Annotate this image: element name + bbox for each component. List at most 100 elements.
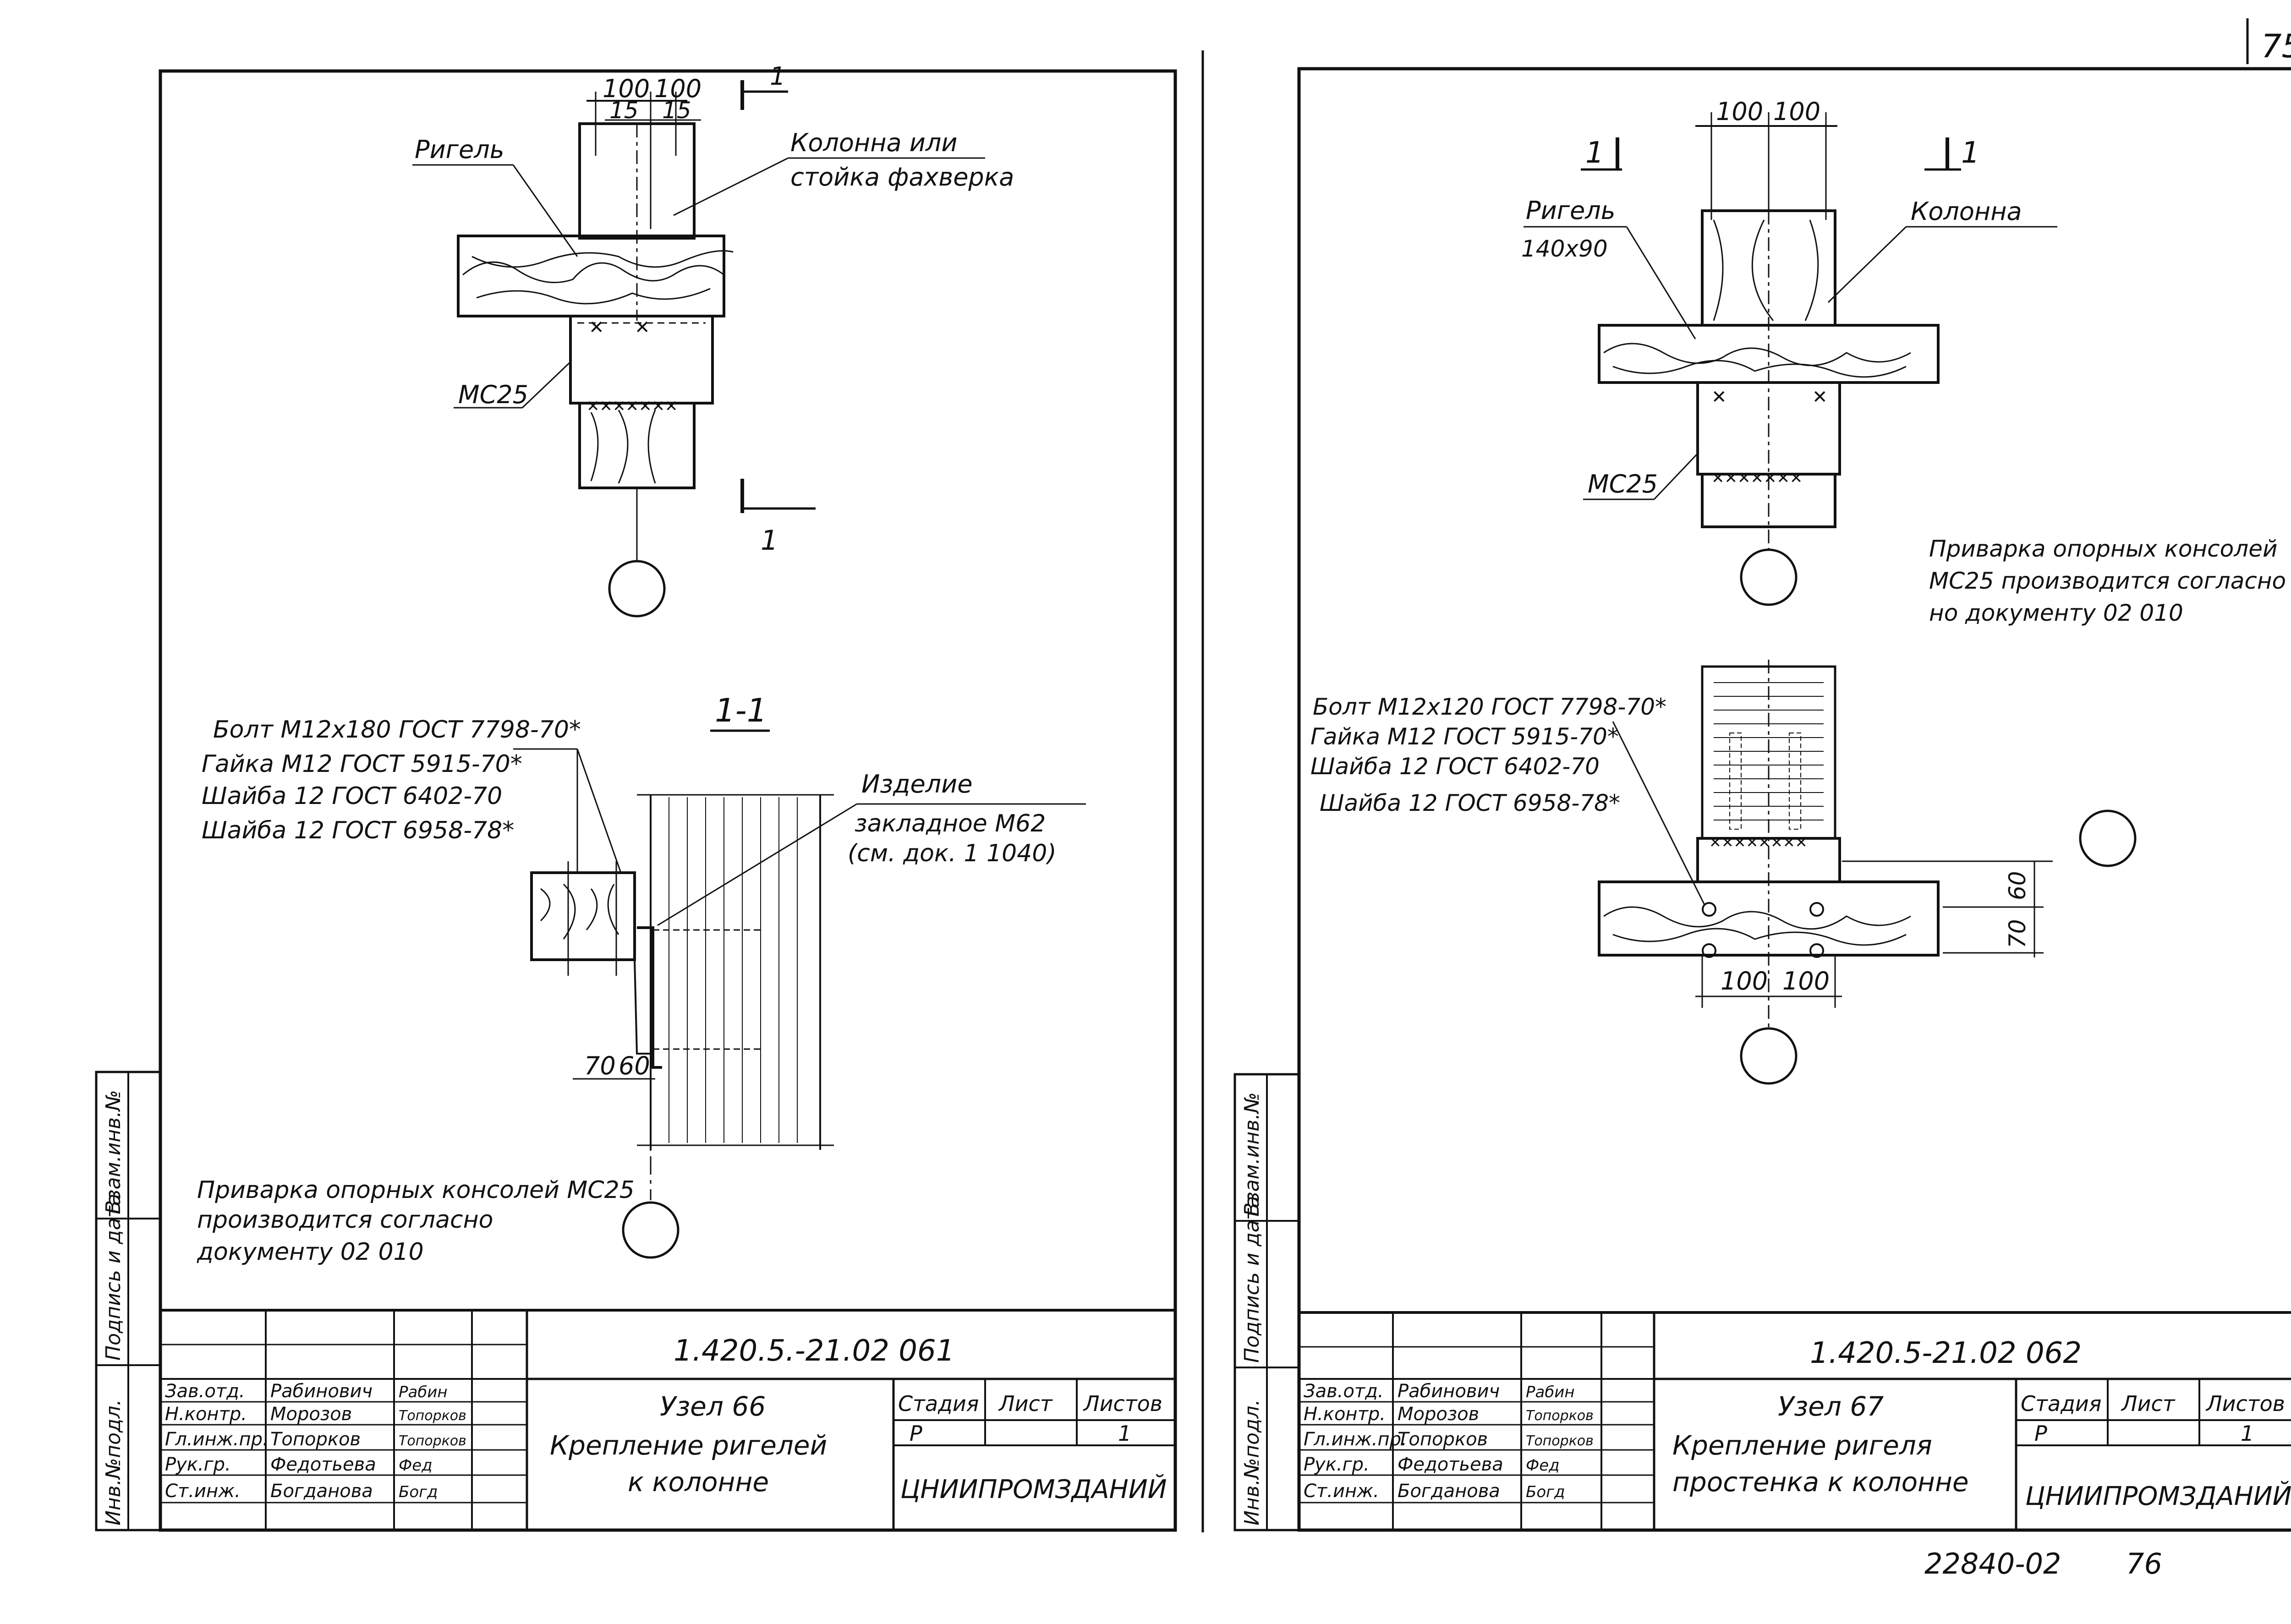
right-side-axis-marker [2079, 809, 2137, 867]
right-tb-title-3: простенка к колонне [1672, 1466, 1969, 1498]
right-tb-name-5: Богданова [1398, 1481, 1500, 1502]
svg-text:✕✕✕✕✕✕✕: ✕✕✕✕✕✕✕ [586, 397, 678, 416]
right-tb-role-5: Ст.инж. [1304, 1481, 1379, 1502]
right-section-view: Болт М12х120 ГОСТ 7798-70* Гайка М12 ГОС… [1310, 660, 2137, 1085]
left-note-line-3: документу 02 010 [197, 1238, 424, 1266]
left-dim-100a: 100 [603, 74, 650, 103]
right-dim-bottom-100a: 100 [1721, 967, 1768, 995]
left-section-view: 1-1 Болт М12х180 ГОСТ 7798-70* Гайка М12… [197, 692, 1086, 1266]
left-tb-name-2: Морозов [270, 1404, 352, 1425]
left-column-label-1: Колонна или [790, 128, 958, 157]
right-tb-sheet-hdr: Лист [2121, 1391, 2176, 1416]
left-tb-role-1: Зав.отд. [165, 1381, 245, 1402]
right-tb-title-1: Узел 67 [1778, 1391, 1884, 1422]
right-tb-sign-5: Богд [1526, 1483, 1565, 1501]
left-tb-sign-1: Рабин [399, 1383, 448, 1401]
right-side-label-1: Инв.№подл. [1240, 1399, 1264, 1526]
left-tb-title-2: Крепление ригелей [550, 1430, 827, 1461]
right-bolt-line-2: Гайка М12 ГОСТ 5915-70* [1310, 723, 1619, 750]
right-tb-code: 1.420.5-21.02 062 [1810, 1336, 2082, 1370]
left-tb-sheets-hdr: Листов [1083, 1391, 1162, 1416]
right-dim-100a: 100 [1716, 97, 1763, 126]
left-tb-sign-5: Богд [399, 1483, 438, 1501]
left-rigel-label: Ригель [415, 135, 504, 164]
right-side-label-2: Подпись и дата [1240, 1196, 1264, 1363]
bottom-code: 22840-02 [1924, 1547, 2061, 1580]
right-side-label-3: Взам.инв.№ [1240, 1092, 1264, 1216]
right-dim-60: 60 [2004, 871, 2031, 900]
svg-text:✕: ✕ [1711, 387, 1727, 408]
left-tb-code: 1.420.5.-21.02 061 [674, 1334, 954, 1368]
right-section-mark-1: 1 [1585, 136, 1604, 170]
left-side-label-2: Подпись и дата [102, 1194, 125, 1361]
right-note-line-2: МС25 производится согласно [1929, 568, 2286, 594]
left-product-label-1: Изделие [861, 770, 973, 798]
right-tb-sign-1: Рабин [1526, 1383, 1575, 1401]
svg-text:✕: ✕ [1812, 387, 1828, 408]
left-tb-role-5: Ст.инж. [165, 1481, 241, 1502]
left-section-mark-bottom: 1 [761, 525, 778, 557]
left-bolt-line-2: Гайка М12 ГОСТ 5915-70* [202, 750, 522, 778]
corner-page-number: 75 [2261, 27, 2291, 65]
right-tb-role-1: Зав.отд. [1304, 1381, 1384, 1402]
left-tb-name-3: Топорков [270, 1429, 361, 1450]
right-tb-org: ЦНИИПРОМЗДАНИЙ [2025, 1482, 2291, 1511]
right-bolt-line-1: Болт М12х120 ГОСТ 7798-70* [1313, 694, 1666, 720]
left-tb-name-5: Богданова [270, 1481, 373, 1502]
left-bolt-line-1: Болт М12х180 ГОСТ 7798-70* [213, 716, 581, 744]
left-tb-sheet-hdr: Лист [998, 1391, 1053, 1416]
right-rigel-label: Ригель [1526, 196, 1616, 225]
left-dim-100b: 100 [654, 74, 702, 103]
left-tb-name-4: Федотьева [270, 1454, 376, 1475]
right-section-mark-2: 1 [1961, 136, 1980, 170]
right-mc25-label: МС25 [1588, 470, 1658, 498]
right-tb-role-4: Рук.гр. [1304, 1454, 1370, 1475]
left-section-axis-marker [622, 1201, 680, 1259]
left-tb-sheet: 1 [1118, 1421, 1131, 1446]
right-tb-role-3: Гл.инж.пр. [1304, 1429, 1407, 1450]
left-note-line-1: Приварка опорных консолей МС25 [197, 1176, 635, 1204]
right-top-axis-marker [1740, 548, 1798, 606]
right-dim-100b: 100 [1773, 97, 1820, 126]
left-product-label-2: закладное М62 [855, 810, 1046, 837]
left-side-label-1: Инв.№подл. [102, 1399, 125, 1526]
svg-text:✕✕✕✕✕✕✕: ✕✕✕✕✕✕✕ [1711, 469, 1803, 487]
left-tb-role-3: Гл.инж.пр. [165, 1429, 269, 1450]
right-dim-bottom-100b: 100 [1782, 967, 1830, 995]
left-dim-15a: 15 [609, 97, 639, 124]
right-tb-name-2: Морозов [1398, 1404, 1479, 1425]
left-product-label-3: (см. док. 1 1040) [848, 840, 1057, 867]
left-section-title: 1-1 [715, 692, 767, 729]
left-tb-title-1: Узел 66 [660, 1391, 766, 1422]
left-plan-view: 100 100 15 15 1 ✕ ✕ ✕✕✕✕✕✕✕ [412, 62, 1014, 618]
left-tb-stage-hdr: Стадия [898, 1391, 979, 1416]
left-tb-sign-4: Фед [399, 1456, 433, 1475]
left-bolt-line-3: Шайба 12 ГОСТ 6402-70 [202, 782, 502, 810]
right-tb-name-4: Федотьева [1398, 1454, 1503, 1475]
bottom-page: 76 [2126, 1547, 2162, 1580]
svg-text:✕✕✕✕✕✕✕✕: ✕✕✕✕✕✕✕✕ [1709, 834, 1808, 851]
left-bolt-line-4: Шайба 12 ГОСТ 6958-78* [202, 817, 514, 844]
right-tb-name-1: Рабинович [1398, 1381, 1500, 1402]
left-tb-role-4: Рук.гр. [165, 1454, 231, 1475]
right-title-block: Зав.отд. Рабинович Рабин Н.контр. Морозо… [1298, 1311, 2291, 1531]
right-tb-stage: Р [2034, 1421, 2047, 1446]
left-tb-sign-2: Топорков [399, 1408, 466, 1424]
right-section-rigel [1598, 880, 1940, 957]
right-dim-70: 70 [2004, 919, 2031, 948]
left-tb-title-3: к колонне [628, 1466, 769, 1498]
left-side-label-3: Взам.инв.№ [102, 1090, 125, 1214]
left-tb-sign-3: Топорков [399, 1433, 466, 1449]
right-tb-sign-3: Топорков [1526, 1433, 1594, 1449]
right-tb-sheets-hdr: Листов [2205, 1391, 2285, 1416]
right-bolt-line-3: Шайба 12 ГОСТ 6402-70 [1310, 753, 1600, 780]
left-mc25-label: МС25 [458, 380, 528, 409]
corner-page-number-box: 75 [2246, 18, 2291, 65]
left-title-block: Зав.отд. Рабинович Рабин Н.контр. Морозо… [159, 1309, 1177, 1531]
right-column-label: Колонна [1911, 197, 2022, 226]
right-tb-sheet: 1 [2241, 1421, 2254, 1446]
left-tb-role-2: Н.контр. [165, 1404, 247, 1425]
right-rigel-size: 140х90 [1521, 235, 1608, 262]
left-tb-name-1: Рабинович [270, 1381, 373, 1402]
